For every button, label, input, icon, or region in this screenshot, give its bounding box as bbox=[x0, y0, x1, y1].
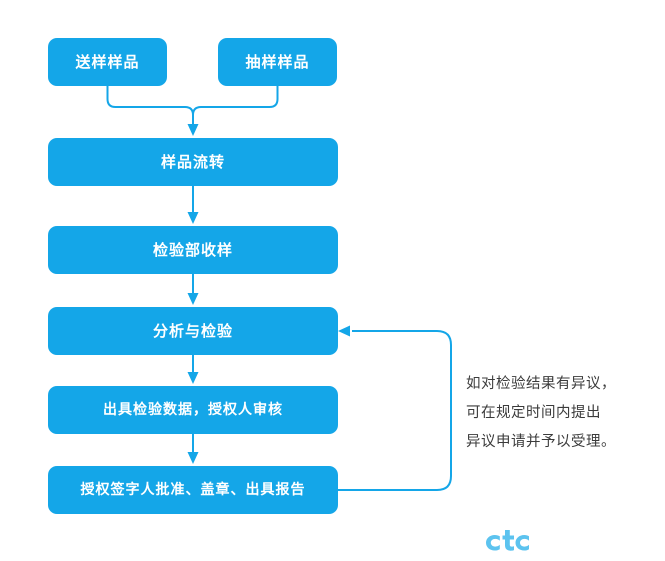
node-submit-sample[interactable]: 送样样品 bbox=[48, 38, 167, 86]
node-analysis-and-inspection[interactable]: 分析与检验 bbox=[48, 307, 338, 355]
arrowhead-to-approve bbox=[187, 452, 199, 464]
node-approve-seal-report[interactable]: 授权签字人批准、盖章、出具报告 bbox=[48, 466, 338, 514]
node-inspection-receive-label: 检验部收样 bbox=[152, 240, 233, 259]
node-spot-sample-label: 抽样样品 bbox=[245, 52, 310, 71]
node-issue-data-review[interactable]: 出具检验数据，授权人审核 bbox=[48, 386, 338, 434]
node-inspection-receive[interactable]: 检验部收样 bbox=[48, 226, 338, 274]
node-submit-sample-label: 送样样品 bbox=[75, 52, 140, 71]
arrowhead-to-receive bbox=[187, 212, 199, 224]
node-sample-flow[interactable]: 样品流转 bbox=[48, 138, 338, 186]
node-analysis-and-inspection-label: 分析与检验 bbox=[152, 321, 233, 340]
arrowhead-to-report-data bbox=[187, 372, 199, 384]
arrowhead-feedback-into-analysis bbox=[338, 325, 350, 337]
ctc-logo bbox=[486, 530, 529, 551]
connector-merge-brace-right bbox=[192, 86, 279, 125]
connector-feedback-loop bbox=[338, 330, 452, 491]
arrowhead-to-sample-flow bbox=[187, 124, 199, 136]
connector-merge-brace bbox=[106, 86, 194, 125]
node-sample-flow-label: 样品流转 bbox=[160, 152, 225, 171]
arrowhead-to-analysis bbox=[187, 293, 199, 305]
node-spot-sample[interactable]: 抽样样品 bbox=[218, 38, 337, 86]
objection-annotation-text: 如对检验结果有异议， 可在规定时间内提出 异议申请并予以受理。 bbox=[466, 376, 616, 450]
node-approve-seal-report-label: 授权签字人批准、盖章、出具报告 bbox=[80, 482, 306, 498]
node-issue-data-review-label: 出具检验数据，授权人审核 bbox=[103, 402, 283, 418]
